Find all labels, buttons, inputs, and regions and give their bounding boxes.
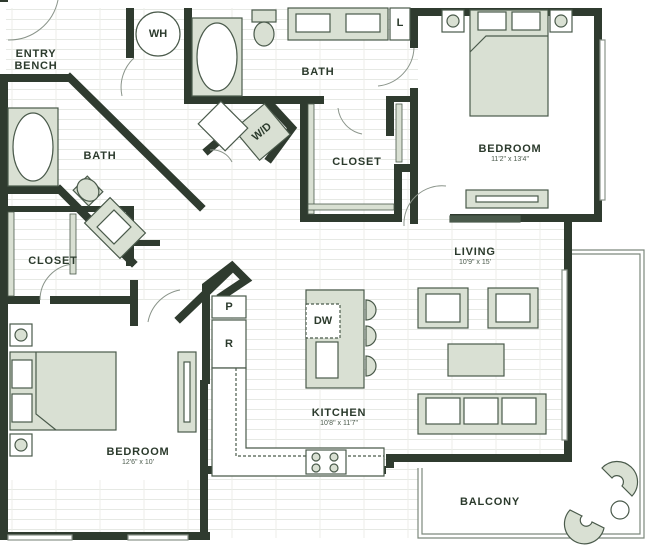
dishwasher-icon <box>305 303 341 339</box>
room-label-bedroom-main: BEDROOM <box>478 143 542 155</box>
pantry-icon <box>211 295 247 319</box>
label-refrigerator: R <box>225 338 233 350</box>
label-linen: L <box>396 17 404 29</box>
label-dishwasher: DW <box>313 315 333 327</box>
fixtures <box>7 7 639 545</box>
windows <box>7 39 606 541</box>
balcony-chair-icon <box>601 460 639 497</box>
room-dim-kitchen: 10'8" x 11'7" <box>320 420 358 427</box>
room-label-bath-left: BATH <box>83 150 117 162</box>
room-label-closet-left: CLOSET <box>28 255 78 267</box>
room-dim-bedroom-main: 11'2" x 13'4" <box>491 156 529 163</box>
room-label-kitchen: KITCHEN <box>311 407 367 419</box>
room-label-closet-center: CLOSET <box>332 156 382 168</box>
sink-icon <box>315 341 339 379</box>
room-label-bedroom-second: BEDROOM <box>106 446 170 458</box>
balcony-chair-2-icon <box>563 509 605 545</box>
range-icon <box>305 449 347 475</box>
label-pantry: P <box>225 301 233 313</box>
room-label-living: LIVING <box>454 246 496 258</box>
washer-dryer-icon <box>232 102 292 162</box>
toilet-left-icon <box>76 178 100 202</box>
room-label-bath-top: BATH <box>301 66 335 78</box>
balcony-table-icon <box>610 500 630 520</box>
toilet-icon <box>253 21 275 47</box>
balcony-floor <box>418 462 646 540</box>
coffee-table-icon <box>447 343 505 377</box>
tv-icon <box>449 215 521 223</box>
water-heater-icon <box>135 11 181 57</box>
balcony-rail <box>417 249 645 539</box>
room-dim-living: 10'9" x 15' <box>458 259 491 266</box>
linen-closet-icon <box>389 7 411 41</box>
label-water-heater: WH <box>148 28 168 40</box>
room-label-entry-bench: ENTRY BENCH <box>14 48 58 72</box>
room-dim-bedroom-second: 12'6" x 10' <box>121 459 154 466</box>
room-label-balcony: BALCONY <box>460 496 520 508</box>
refrigerator-icon <box>211 319 247 369</box>
door-swings <box>7 0 447 323</box>
